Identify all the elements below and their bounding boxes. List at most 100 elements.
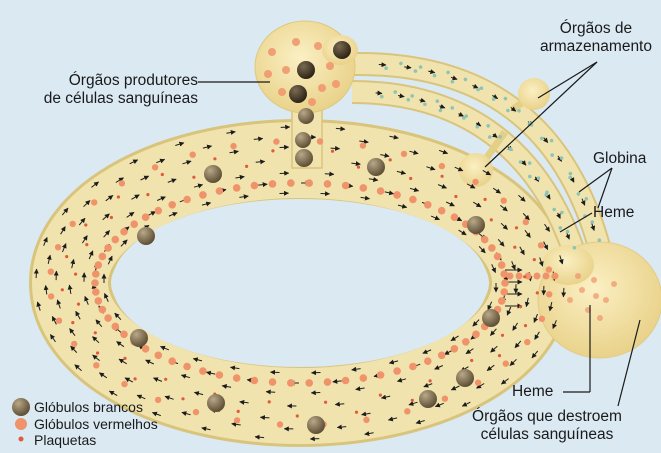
producer-red-cell (268, 48, 276, 56)
platelet (268, 400, 271, 403)
producer-red-cell (326, 62, 334, 70)
globin-particle (451, 80, 455, 84)
red-cell (539, 316, 545, 322)
red-cell (524, 339, 530, 345)
destroyer-red-cell (603, 297, 609, 303)
red-cell (543, 273, 550, 280)
red-cell (475, 380, 481, 386)
globin-particle (506, 109, 510, 113)
platelet (77, 303, 80, 306)
globin-particle (464, 114, 468, 118)
globin-particle (550, 139, 554, 143)
producer-red-cell (292, 38, 300, 46)
red-cell (494, 253, 502, 261)
globin-particle (414, 69, 418, 73)
platelet (429, 379, 432, 382)
red-cell (305, 179, 313, 187)
circulation-ring (70, 160, 530, 406)
platelet (164, 378, 167, 381)
globin-particle (492, 97, 496, 101)
red-cell (95, 261, 103, 269)
label-destroyer-organs-line1: Órgãos que destroem (436, 408, 658, 426)
platelet (94, 331, 97, 334)
globin-particle (486, 124, 490, 128)
globin-particle (476, 125, 480, 129)
red-cell (230, 143, 236, 149)
white-cell (289, 85, 307, 103)
red-cell (501, 198, 507, 204)
label-destroyer-organs: Órgãos que destroem células sanguíneas (436, 408, 658, 444)
globin-particle (393, 90, 397, 94)
red-cell (48, 293, 54, 299)
red-cell (277, 421, 283, 427)
producer-red-cell (264, 70, 272, 78)
red-cell (538, 242, 544, 248)
globin-particle (544, 193, 548, 197)
red-cell (104, 314, 112, 322)
red-cell (251, 377, 259, 385)
globin-particle (436, 99, 440, 103)
platelet (110, 216, 113, 219)
red-cell (546, 266, 552, 272)
red-cell (142, 213, 150, 221)
vessel-flow-arrow (376, 93, 382, 94)
red-cell (99, 253, 107, 261)
red-cell (523, 219, 529, 225)
red-cell (377, 187, 385, 195)
globin-particle (559, 226, 563, 230)
platelet (411, 399, 414, 402)
red-cell (112, 236, 120, 244)
red-cell (92, 270, 100, 278)
platelet (357, 166, 360, 169)
red-cell (155, 207, 163, 215)
platelet (61, 288, 64, 291)
flow-arrow (325, 174, 334, 175)
red-cell (121, 381, 127, 387)
platelet (146, 193, 149, 196)
red-cell (498, 261, 506, 269)
red-cell (56, 318, 62, 324)
red-cell (360, 184, 368, 192)
white-cell (295, 132, 311, 148)
red-cell (199, 367, 207, 375)
red-cell (55, 244, 61, 250)
vessel-flow-arrow (379, 65, 386, 66)
red-cell (130, 220, 138, 228)
destroyer-red-cell (575, 273, 581, 279)
globin-particle (517, 109, 521, 113)
white-cell (130, 329, 148, 347)
red-cell (363, 417, 369, 423)
red-cell (324, 378, 332, 386)
platelet (296, 414, 299, 417)
platelet (181, 397, 184, 400)
platelet (454, 195, 457, 198)
white-cell (307, 416, 325, 434)
red-cell (168, 201, 176, 209)
platelet (74, 273, 77, 276)
platelet (441, 175, 444, 178)
red-cell (152, 164, 158, 170)
globin-particle (560, 211, 564, 215)
destroyer-red-cell (597, 315, 603, 321)
red-cell (273, 138, 279, 144)
red-cell (233, 374, 241, 382)
white-cell (207, 394, 225, 412)
red-cell (216, 187, 224, 195)
globin-particle (566, 230, 570, 234)
red-cell (500, 288, 508, 296)
flow-arrow (260, 417, 269, 418)
red-cell (498, 297, 506, 305)
red-cell (442, 396, 448, 402)
red-cell (287, 379, 295, 387)
globin-particle (488, 135, 492, 139)
label-producer-organs-line1: Órgãos produtores (44, 72, 198, 90)
red-cell (424, 201, 432, 209)
globin-particle (407, 98, 411, 102)
red-cell (48, 269, 54, 275)
globin-particle (509, 148, 513, 152)
globin-particle (410, 94, 414, 98)
red-cell (342, 182, 350, 190)
red-cell (462, 338, 470, 346)
globin-particle (585, 197, 589, 201)
red-cell (404, 408, 410, 414)
